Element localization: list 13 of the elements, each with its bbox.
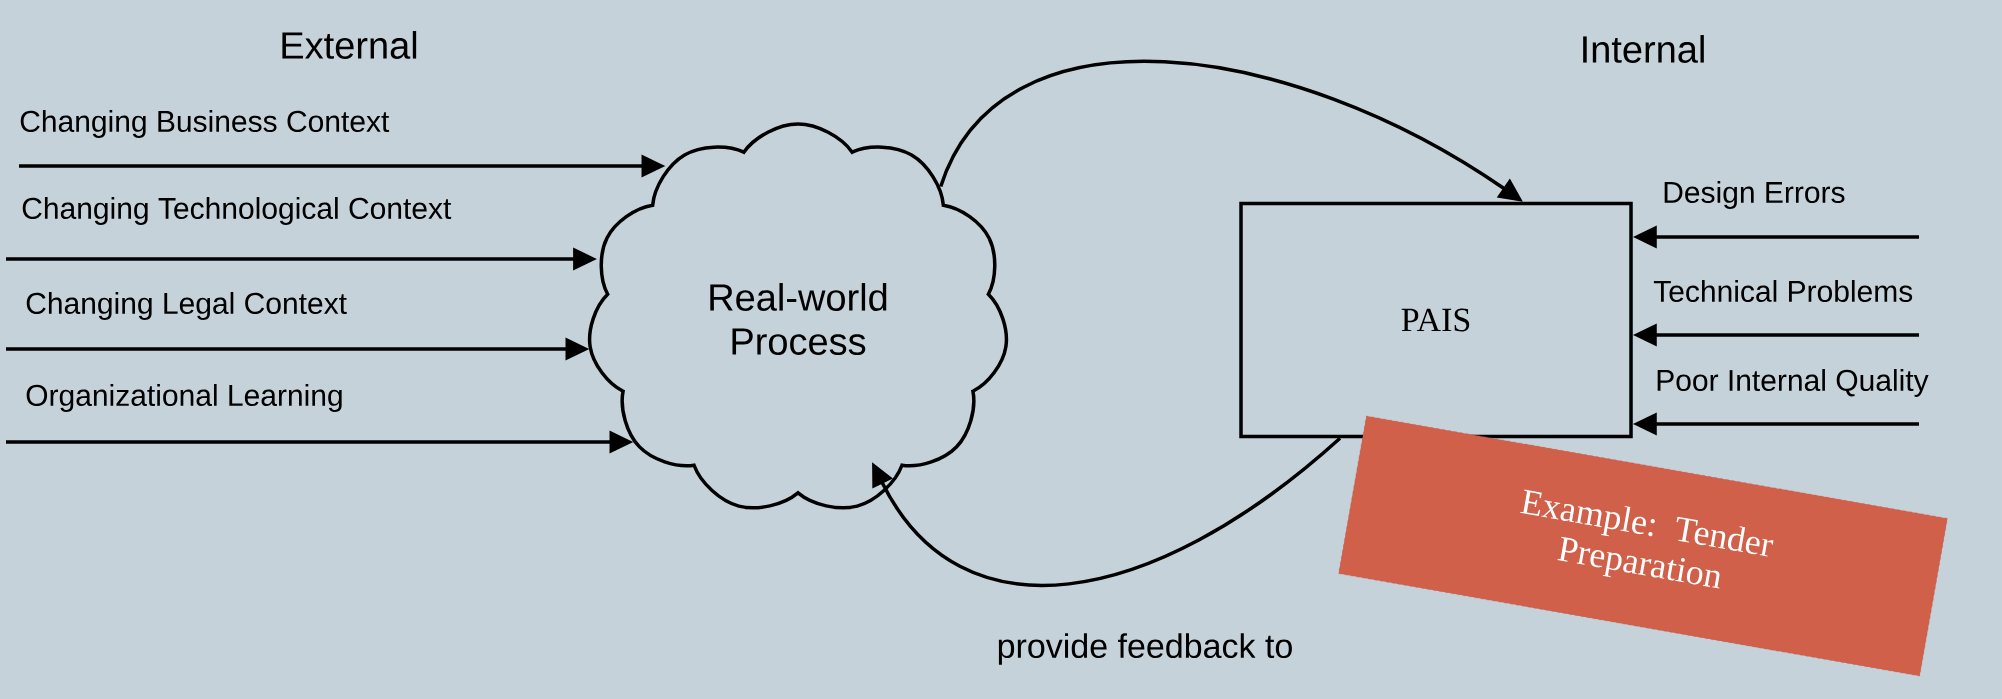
edge-label: Changing Business Context [20,110,390,138]
process-box: PAIS [1239,201,1633,439]
arrow [872,436,1342,587]
edge-label: Technical Problems [1653,280,1913,302]
heading: Internal [1583,35,1704,63]
example-box: Example: Tender Preparation [1338,415,1948,677]
edge-label: Organizational Learning [26,384,342,412]
edge-label: Design Errors [1664,181,1845,209]
edge-label: Changing Technological Context [22,197,452,225]
heading: External [282,31,417,59]
edge-label: Changing Legal Context [26,292,347,320]
edge-label: Poor Internal Quality [1657,369,1929,397]
edge-label: provide feedback to [998,633,1292,665]
